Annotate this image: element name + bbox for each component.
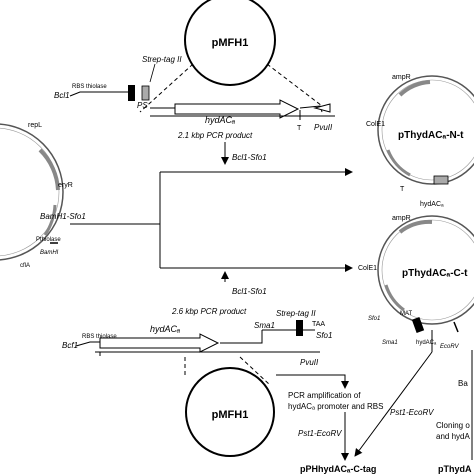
c-tag-ampr-label: ampR — [392, 215, 411, 222]
bottom-bcf1-label: Bcf1 — [62, 341, 78, 350]
top-construct: Strep-tag II RBS thiolase Bcl1 PS hydACₐ… — [54, 55, 335, 165]
c-tag-mat-label: MAT — [400, 311, 413, 317]
cloning-step-line2: and hydA — [436, 432, 470, 441]
pmfh1-top-label: pMFH1 — [212, 37, 249, 49]
c-tag-cole1-label: ColE1 — [358, 265, 377, 272]
bottom-gene-label: hydACₐ — [150, 324, 180, 334]
pcr-step-line2: hydACₐ promoter and RBS — [288, 402, 383, 411]
workflow-steps: PCR amplification of hydACₐ promoter and… — [276, 330, 473, 474]
n-tag-plasmid: ampR ColE1 pThydACₐ-N-t T hydACₐ — [366, 74, 474, 208]
pcr-step-line1: PCR amplification of — [288, 391, 361, 400]
n-tag-t-label: T — [400, 186, 405, 193]
top-pvuii-label: PvuII — [314, 123, 333, 132]
bottom-pvuii-label: PvuII — [300, 358, 319, 367]
left-cfla-label: cflA — [20, 263, 30, 269]
c-tag-sma1-label: Sma1 — [382, 340, 398, 346]
n-tag-ampr-label: ampR — [392, 74, 411, 81]
top-bcl1-label: Bcl1 — [54, 91, 70, 100]
left-plasmid: repL eryR Pthiolase BamHI cflA — [0, 122, 73, 269]
bottom-rbs-label: RBS thiolase — [82, 334, 117, 340]
n-tag-cole1-label: ColE1 — [366, 121, 385, 128]
middle-digest-label: Bcl1-Sfo1 — [232, 287, 267, 296]
c-tag-ecorv-label: EcoRV — [440, 344, 460, 350]
c-tag-plasmid-label: pThydACₐ-C-t — [402, 268, 468, 279]
bottom-strep-tag-label: Strep-tag II — [276, 309, 316, 318]
middle-pcr-product-label: 2.6 kbp PCR product — [171, 307, 247, 316]
c-tag-hydac-label: hydACₐ — [416, 340, 437, 346]
top-t-label: T — [297, 125, 302, 132]
top-rbs-label: RBS thiolase — [72, 84, 107, 90]
left-eryr-label: eryR — [58, 182, 73, 189]
left-repl-label: repL — [28, 122, 42, 129]
cloning-step-line1: Cloning o — [436, 421, 470, 430]
pmfh1-bottom-label: pMFH1 — [212, 409, 249, 421]
top-digest-label: Bcl1-Sfo1 — [232, 153, 267, 162]
ba-label: Ba — [458, 379, 468, 388]
top-ps-label: PS — [137, 101, 148, 110]
bottom-construct: Strep-tag II Sma1 TAA Sfo1 RBS thiolase … — [62, 309, 332, 386]
pst1-ecorv-left-label: Pst1-EcoRV — [298, 429, 342, 438]
bottom-taa-label: TAA — [312, 321, 325, 328]
c-tag-sfo1-label: Sfo1 — [368, 316, 380, 322]
n-tag-hydac-label: hydACₐ — [420, 201, 444, 208]
left-pthiolase-label: Pthiolase — [36, 237, 61, 243]
bottom-sma1-label: Sma1 — [254, 321, 275, 330]
c-tag-plasmid: ampR ColE1 pThydACₐ-C-t Sfo1 MAT Sma1 hy… — [358, 215, 474, 350]
left-bamhi-label: BamHI — [40, 250, 59, 256]
final-plasmid-label: pPHhydACₐ-C-tag — [300, 464, 376, 474]
top-gene-label: hydACₐ — [205, 115, 235, 125]
pmfh1-top-plasmid: pMFH1 — [139, 0, 331, 113]
ligation-arrows: BamH1-Sfo1 Bcl1-Sfo1 2.6 kbp PCR product — [40, 168, 353, 316]
bamh1-sfo1-label: BamH1-Sfo1 — [40, 212, 86, 221]
pmfh1-bottom-plasmid: pMFH1 — [185, 367, 275, 457]
top-strep-tag-label: Strep-tag II — [142, 55, 182, 64]
bottom-sfo1-label: Sfo1 — [316, 331, 332, 340]
top-pcr-product-label: 2.1 kbp PCR product — [177, 131, 253, 140]
final-right-plasmid-label: pThydA — [438, 464, 472, 474]
n-tag-plasmid-label: pThydACₐ-N-t — [398, 130, 464, 141]
pst1-ecorv-mid-label: Pst1-EcoRV — [390, 408, 434, 417]
